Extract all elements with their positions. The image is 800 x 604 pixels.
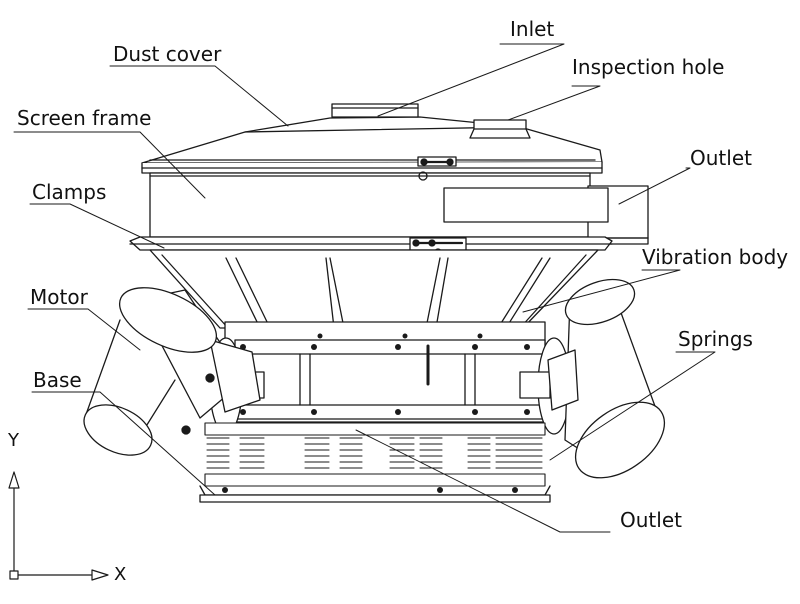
springs [204,422,546,487]
upper-clamp [417,156,457,181]
label-outlet-top: Outlet [690,146,752,170]
label-motor: Motor [30,285,88,309]
hopper-cone [149,249,599,329]
label-springs: Springs [678,327,753,351]
body-bolts [240,333,530,415]
spring-coils [206,437,543,469]
inlet-pipe [331,103,419,118]
coordinate-axes [8,471,109,581]
axis-y-label: Y [8,430,19,451]
leader-lines [13,43,716,533]
axis-x-label: X [114,564,127,585]
dust-cover [141,116,603,174]
vibration-body [209,321,571,435]
base [199,485,551,503]
clamp-band [129,236,613,256]
outlet-spout [443,185,649,245]
label-vibration-body: Vibration body [642,245,789,269]
label-screen-frame: Screen frame [17,106,152,130]
label-outlet-bottom: Outlet [620,508,682,532]
label-dust-cover: Dust cover [113,42,222,66]
label-inspection-hole: Inspection hole [572,55,725,79]
label-clamps: Clamps [32,180,107,204]
spring-row [204,422,546,487]
label-base: Base [33,368,82,392]
label-inlet: Inlet [510,17,555,41]
inspection-hole [469,119,531,139]
right-motor [547,278,666,479]
left-motor [83,287,261,456]
